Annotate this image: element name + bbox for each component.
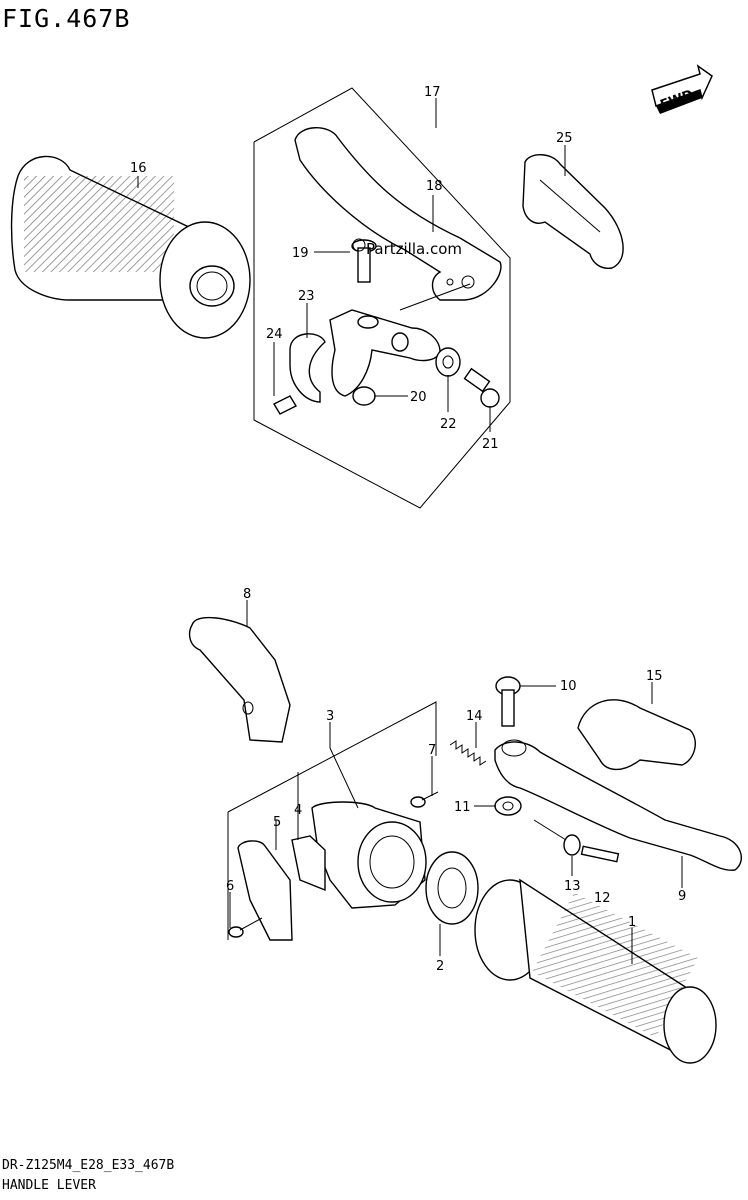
callout-24: 24 — [266, 327, 283, 342]
assembly-boundary-lower — [227, 701, 437, 813]
lever-holder-23 — [329, 309, 441, 397]
callout-2: 2 — [436, 959, 444, 974]
leader-lines — [137, 98, 683, 964]
callout-10: 10 — [560, 679, 577, 694]
nut-20 — [352, 386, 376, 406]
screw-6 — [228, 917, 263, 938]
callout-1: 1 — [628, 915, 636, 930]
callout-4: 4 — [294, 803, 302, 818]
callout-3: 3 — [326, 709, 334, 724]
callout-13: 13 — [564, 879, 581, 894]
watermark: Partzilla.com — [352, 238, 462, 258]
screw-7 — [410, 791, 439, 808]
screw-21 — [463, 367, 500, 408]
callout-14: 14 — [466, 709, 483, 724]
callout-11: 11 — [454, 800, 471, 815]
diagram-name: HANDLE LEVER — [2, 1178, 96, 1193]
clutch-lever-18 — [294, 127, 502, 301]
pivot-bolt-10 — [495, 676, 521, 727]
cover-5 — [237, 840, 293, 941]
throttle-cable-8 — [188, 616, 291, 743]
clamp-24 — [273, 333, 326, 415]
callout-9: 9 — [678, 889, 686, 904]
assembly-boundary-upper — [253, 87, 511, 509]
washer-22 — [435, 347, 461, 377]
callout-16: 16 — [130, 161, 147, 176]
callout-8: 8 — [243, 587, 251, 602]
figure-title: FIG.467B — [2, 4, 131, 33]
throttle-housing-3 — [311, 801, 427, 909]
callout-7: 7 — [428, 743, 436, 758]
callout-labels: 16 17 18 25 19 23 24 20 22 21 8 3 4 5 6 … — [130, 85, 686, 974]
clamp-plate-4 — [291, 835, 326, 892]
diagram-code: DR-Z125M4_E28_E33_467B — [2, 1158, 175, 1173]
brake-lever-9 — [494, 739, 742, 871]
screw-12 — [580, 845, 620, 863]
callout-22: 22 — [440, 417, 457, 432]
watermark-text: Partzilla.com — [366, 240, 462, 258]
lever-cover-25 — [522, 154, 624, 269]
callout-6: 6 — [226, 879, 234, 894]
grip-16 — [10, 155, 251, 339]
callout-12: 12 — [594, 891, 611, 906]
spring-14 — [449, 740, 487, 766]
callout-5: 5 — [273, 815, 281, 830]
callout-21: 21 — [482, 437, 499, 452]
lever-cover-15 — [577, 699, 696, 771]
nut-13 — [563, 834, 581, 856]
callout-18: 18 — [426, 179, 443, 194]
callout-23: 23 — [298, 289, 315, 304]
callout-25: 25 — [556, 131, 573, 146]
callout-17: 17 — [424, 85, 441, 100]
grip-1 — [474, 878, 717, 1064]
fwd-arrow-icon: FWD — [651, 64, 713, 114]
callout-19: 19 — [292, 246, 309, 261]
callout-15: 15 — [646, 669, 663, 684]
callout-20: 20 — [410, 390, 427, 405]
throttle-collar-2 — [425, 851, 479, 925]
collar-11 — [494, 796, 522, 816]
bolt-19 — [351, 239, 377, 283]
